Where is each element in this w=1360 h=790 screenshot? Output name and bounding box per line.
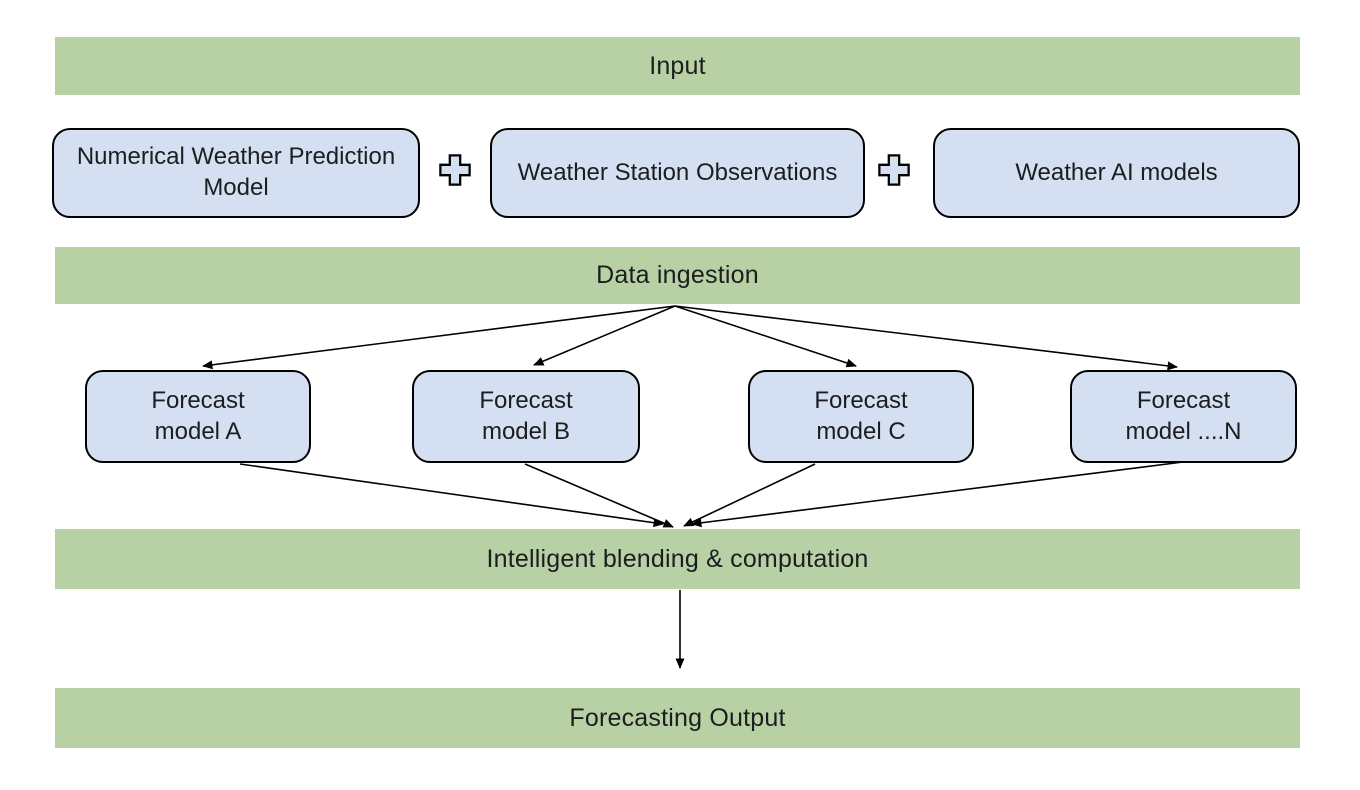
- data-ingestion-banner: Data ingestion: [55, 247, 1300, 304]
- fanout-arrow-model-n: [674, 305, 1178, 371]
- plus-icon: [877, 153, 911, 187]
- fanin-arrow-model-a: [239, 463, 664, 528]
- nwp-model-box: Numerical Weather Prediction Model: [52, 128, 420, 218]
- weather-ai-models-box-label: Weather AI models: [1015, 158, 1218, 186]
- forecast-model-c-box: Forecast model C: [748, 370, 974, 463]
- forecast-model-c-line2: model C: [816, 417, 906, 445]
- forecast-model-a-line2: model A: [154, 417, 242, 445]
- input-banner: Input: [55, 37, 1300, 95]
- intelligent-blending-banner: Intelligent blending & computation: [55, 529, 1300, 589]
- fanout-arrow-model-b: [533, 305, 676, 366]
- fanin-arrow-model-n: [691, 461, 1184, 528]
- nwp-model-box-label: Numerical Weather Prediction Model: [76, 143, 396, 201]
- fanin-arrow-model-b: [524, 463, 674, 528]
- forecast-model-b-line2: model B: [481, 417, 571, 445]
- fanin-arrow-model-c: [683, 463, 816, 527]
- forecast-model-a-line1: Forecast: [151, 386, 245, 414]
- fanout-arrow-model-a: [202, 305, 676, 370]
- forecasting-output-banner-label: Forecasting Output: [569, 703, 786, 732]
- forecast-model-n-box: Forecast model ....N: [1070, 370, 1297, 463]
- weather-station-observations-box: Weather Station Observations: [490, 128, 865, 218]
- plus-icon: [438, 153, 472, 187]
- intelligent-blending-banner-label: Intelligent blending & computation: [486, 544, 869, 573]
- weather-station-observations-box-label: Weather Station Observations: [517, 158, 838, 186]
- forecast-model-b-line1: Forecast: [479, 386, 573, 414]
- forecast-model-c-line1: Forecast: [814, 386, 908, 414]
- input-banner-label: Input: [649, 51, 706, 80]
- forecast-model-a-box: Forecast model A: [85, 370, 311, 463]
- weather-ai-models-box: Weather AI models: [933, 128, 1300, 218]
- forecast-model-n-line2: model ....N: [1125, 417, 1242, 445]
- forecast-model-n-line1: Forecast: [1136, 386, 1231, 414]
- forecasting-output-banner: Forecasting Output: [55, 688, 1300, 748]
- forecast-model-b-box: Forecast model B: [412, 370, 640, 463]
- fanout-arrow-model-c: [674, 305, 857, 368]
- data-ingestion-banner-label: Data ingestion: [596, 261, 759, 289]
